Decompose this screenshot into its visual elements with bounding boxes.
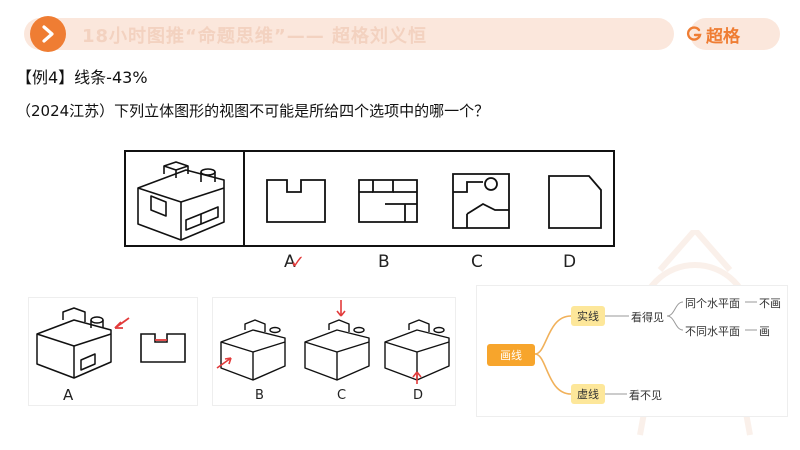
- mindmap-no-draw-text: 不画: [759, 295, 781, 311]
- explain-a-figure: [29, 298, 197, 388]
- next-arrow-button[interactable]: [30, 16, 66, 52]
- brand-logo-icon: [686, 26, 702, 42]
- brand-logo: 超格: [686, 20, 740, 48]
- chevron-right-icon: [39, 25, 57, 43]
- explain-panel-a: A: [28, 297, 198, 406]
- option-d-view: [549, 176, 601, 228]
- course-title: 18小时图推“命题思维”—— 超格刘义恒: [82, 22, 427, 48]
- option-b-label[interactable]: B: [378, 252, 390, 272]
- isometric-solid-figure: [126, 152, 243, 245]
- mindmap-dashed-node: 虚线: [571, 384, 605, 404]
- mindmap-panel: 画线 实线 虚线 看得见 看不见 同个水平面 不同水平面 不画 画: [476, 285, 788, 417]
- question-text: （2024江苏）下列立体图形的视图不可能是所给四个选项中的哪一个？: [16, 100, 489, 121]
- question-title: 【例4】线条-43%: [16, 64, 148, 88]
- explain-c-label: C: [337, 388, 346, 403]
- mindmap-visible-text: 看得见: [631, 309, 664, 325]
- option-c-label[interactable]: C: [471, 252, 483, 272]
- explain-b-label: B: [255, 388, 264, 403]
- mindmap-invisible-text: 看不见: [629, 387, 662, 403]
- brand-logo-text: 超格: [706, 22, 740, 47]
- question-figure: [124, 150, 615, 247]
- explain-bcd-figure: [213, 298, 455, 388]
- mindmap-solid-node: 实线: [571, 306, 605, 326]
- explain-panel-bcd: B C D: [212, 297, 456, 406]
- explain-a-label: A: [63, 386, 73, 404]
- option-a-view: [267, 180, 325, 222]
- option-d-label[interactable]: D: [563, 252, 576, 272]
- option-b-view: [359, 180, 417, 222]
- mindmap-draw-text: 画: [759, 323, 770, 339]
- mindmap-same-plane-text: 同个水平面: [685, 295, 740, 311]
- mindmap-root-node: 画线: [487, 344, 535, 366]
- explain-d-label: D: [413, 388, 423, 403]
- options-figure: [245, 152, 613, 245]
- answer-check-mark: ✓: [290, 252, 305, 273]
- mindmap-diff-plane-text: 不同水平面: [685, 323, 740, 339]
- option-c-view: [453, 174, 509, 228]
